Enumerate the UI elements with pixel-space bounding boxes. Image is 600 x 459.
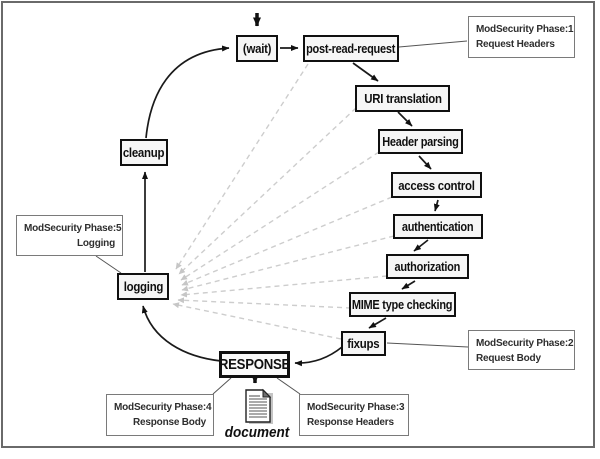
node-authentication: authentication: [393, 214, 483, 239]
annotation-phase4-line2: Response Body: [133, 417, 206, 428]
dashed-arrow-uri-to-logging: [178, 107, 357, 275]
arrow-fixups-to-response: [294, 346, 343, 367]
annotation-phase3: ModSecurity Phase:3 Response Headers: [299, 394, 409, 436]
node-post-read-request: post-read-request: [303, 35, 399, 62]
arrow-response-to-logging: [141, 305, 222, 362]
line-response-to-phase3: [276, 377, 301, 395]
annotation-phase1-line1: ModSecurity Phase:1: [476, 24, 574, 35]
annotation-phase5-line1: ModSecurity Phase:5: [24, 223, 122, 234]
arrow-postread-to-uri: [352, 62, 379, 82]
dashed-arrow-fixups-to-logging: [172, 302, 342, 340]
node-cleanup: cleanup: [120, 139, 168, 166]
node-uri-translation: URI translation: [355, 85, 450, 112]
annotation-phase2-line2: Request Body: [476, 353, 541, 364]
node-access-control: access control: [391, 172, 482, 198]
arrow-header-to-access: [418, 155, 432, 170]
annotation-phase5: ModSecurity Phase:5 Logging: [16, 215, 123, 256]
dashed-arrow-access-to-logging: [181, 196, 393, 286]
document-icon: [245, 388, 273, 424]
line-response-to-phase4: [212, 377, 232, 395]
annotation-phase2: ModSecurity Phase:2 Request Body: [468, 330, 575, 370]
dashed-arrow-header-to-logging: [180, 151, 380, 281]
line-phase5-to-logging: [95, 255, 122, 274]
annotation-phase3-line2: Response Headers: [307, 417, 394, 428]
annotation-phase1-line2: Request Headers: [476, 39, 555, 50]
node-header-parsing: Header parsing: [378, 129, 463, 154]
node-response: RESPONSE: [219, 351, 290, 378]
node-fixups: fixups: [341, 331, 386, 356]
arrow-access-to-authn: [433, 199, 440, 212]
arrow-authz-to-mime: [401, 280, 416, 290]
arrow-cleanup-to-wait: [145, 45, 230, 139]
dashed-arrow-authn-to-logging: [181, 235, 395, 292]
node-mime-type-checking: MIME type checking: [349, 292, 456, 317]
arrow-authn-to-authz: [413, 239, 429, 252]
dashed-arrow-mime-to-logging: [177, 297, 352, 309]
annotation-phase3-line1: ModSecurity Phase:3: [307, 402, 405, 413]
annotation-phase1: ModSecurity Phase:1 Request Headers: [468, 16, 575, 58]
arrow-mime-to-fixups: [368, 317, 387, 329]
arrow-uri-to-header: [397, 111, 413, 127]
annotation-phase4-line1: ModSecurity Phase:4: [114, 402, 212, 413]
annotation-phase4: ModSecurity Phase:4 Response Body: [106, 394, 214, 436]
dashed-arrow-post-read-to-logging: [175, 63, 309, 270]
node-logging: logging: [117, 273, 169, 300]
document-label: document: [224, 424, 290, 441]
node-wait: (wait): [236, 35, 278, 62]
line-postread-to-phase1: [398, 40, 468, 48]
annotation-phase5-line2: Logging: [76, 238, 115, 249]
annotation-phase2-line1: ModSecurity Phase:2: [476, 338, 574, 349]
line-fixups-to-phase2: [386, 342, 469, 348]
node-authorization: authorization: [386, 254, 469, 279]
